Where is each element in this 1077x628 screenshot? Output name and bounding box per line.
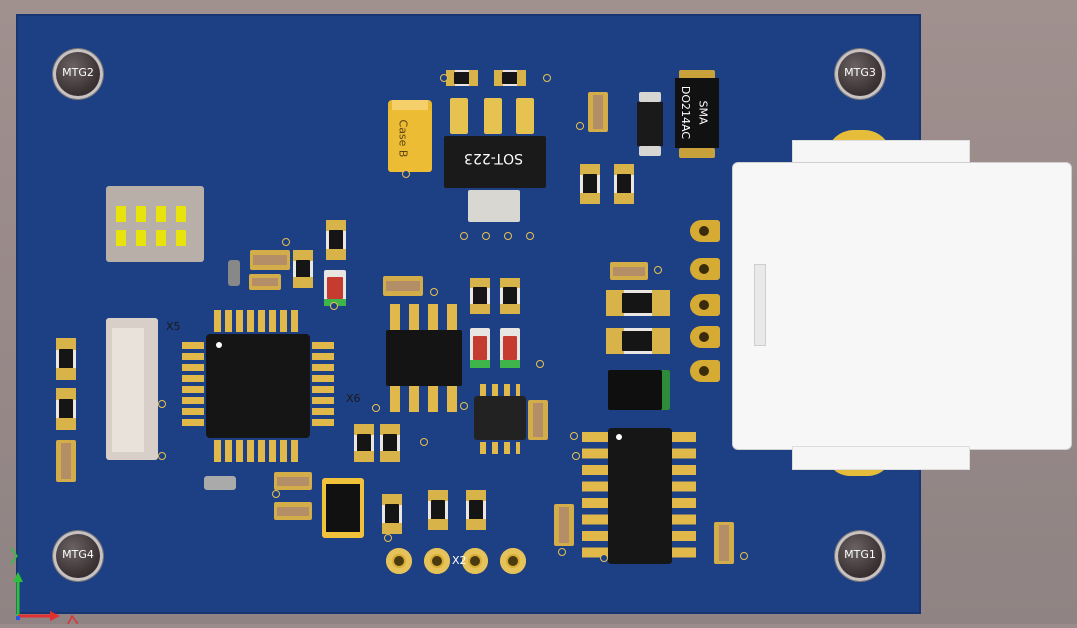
capacitor[interactable]	[56, 440, 76, 482]
header-pin[interactable]	[386, 548, 412, 574]
resistor[interactable]	[428, 490, 448, 530]
axis-arrow-icon	[10, 547, 79, 625]
resistor[interactable]	[614, 164, 634, 204]
via	[460, 402, 468, 410]
capacitor[interactable]	[588, 92, 608, 132]
resistor[interactable]	[446, 70, 479, 86]
via	[576, 122, 584, 130]
led[interactable]	[324, 270, 346, 306]
designator-x6: X6	[346, 392, 361, 405]
package-label-sma: SMA	[696, 100, 710, 125]
via	[402, 170, 410, 178]
via	[460, 232, 468, 240]
via	[740, 552, 748, 560]
resistor[interactable]	[580, 164, 600, 204]
usb-pin[interactable]	[690, 220, 720, 242]
capacitor[interactable]	[250, 250, 290, 270]
via	[158, 452, 166, 460]
via	[282, 238, 290, 246]
header-pin[interactable]	[500, 548, 526, 574]
package-label-do214ac: DO214AC	[679, 85, 693, 140]
via	[440, 74, 448, 82]
via	[420, 438, 428, 446]
pin-header-2x5[interactable]	[106, 172, 204, 280]
diode-sma[interactable]	[637, 92, 663, 156]
capacitor[interactable]	[383, 276, 423, 296]
capacitor[interactable]	[274, 502, 312, 520]
capacitor[interactable]	[528, 400, 548, 440]
ic-sot-small[interactable]	[472, 384, 528, 454]
mounting-hole-mtg3[interactable]: MTG3	[835, 49, 885, 99]
resistor[interactable]	[326, 220, 346, 260]
via	[504, 232, 512, 240]
inductor[interactable]	[204, 476, 236, 490]
via	[536, 360, 544, 368]
diode-do214ac[interactable]: DO214AC SMA	[675, 70, 719, 158]
resistor[interactable]	[606, 290, 670, 316]
usb-pin[interactable]	[690, 326, 720, 348]
resistor[interactable]	[382, 494, 402, 534]
mounting-hole-label: MTG4	[62, 548, 94, 561]
resistor[interactable]	[56, 388, 76, 430]
resistor[interactable]	[56, 338, 76, 380]
resistor[interactable]	[380, 424, 400, 462]
mounting-hole-mtg4[interactable]: MTG4	[53, 531, 103, 581]
mounting-hole-mtg2[interactable]: MTG2	[53, 49, 103, 99]
microcontroller-qfp[interactable]	[182, 310, 334, 462]
via	[543, 74, 551, 82]
resistor[interactable]	[500, 278, 520, 314]
via	[482, 232, 490, 240]
via	[272, 490, 280, 498]
via	[330, 302, 338, 310]
mounting-hole-label: MTG2	[62, 66, 94, 79]
led[interactable]	[470, 328, 490, 368]
package-label-case-b: Case B	[396, 119, 410, 158]
mounting-hole-label: MTG3	[844, 66, 876, 79]
package-label-sot223: SOT-223	[464, 150, 523, 166]
capacitor[interactable]	[554, 504, 574, 546]
diode-small[interactable]	[608, 370, 670, 410]
via	[572, 452, 580, 460]
inductor[interactable]	[228, 260, 240, 286]
via	[570, 432, 578, 440]
designator-x5: X5	[166, 320, 181, 333]
via	[558, 548, 566, 556]
usb-pin[interactable]	[690, 360, 720, 382]
regulator-sot223[interactable]: SOT-223	[444, 98, 548, 238]
header-pin[interactable]	[462, 548, 488, 574]
capacitor[interactable]	[249, 274, 281, 290]
capacitor[interactable]	[714, 522, 734, 564]
mounting-hole-label: MTG1	[844, 548, 876, 561]
header-pin[interactable]	[424, 548, 450, 574]
resistor[interactable]	[354, 424, 374, 462]
axis-indicator	[8, 544, 79, 625]
ic-soic8[interactable]	[386, 304, 464, 412]
mounting-hole-mtg1[interactable]: MTG1	[835, 531, 885, 581]
via	[600, 554, 608, 562]
via	[384, 534, 392, 542]
via	[654, 266, 662, 274]
connector-x5[interactable]	[98, 318, 160, 460]
via	[430, 288, 438, 296]
capacitor[interactable]	[610, 262, 648, 280]
resistor[interactable]	[470, 278, 490, 314]
crystal[interactable]	[322, 478, 364, 538]
usb-connector[interactable]	[732, 140, 1072, 470]
designator-x2: X2	[452, 554, 467, 567]
resistor[interactable]	[466, 490, 486, 530]
via	[372, 404, 380, 412]
ic-soic16[interactable]	[582, 428, 696, 564]
via	[158, 400, 166, 408]
usb-pin[interactable]	[690, 294, 720, 316]
led[interactable]	[500, 328, 520, 368]
usb-pin[interactable]	[690, 258, 720, 280]
via	[526, 232, 534, 240]
capacitor[interactable]	[274, 472, 312, 490]
resistor[interactable]	[494, 70, 527, 86]
resistor[interactable]	[293, 250, 313, 288]
tantalum-capacitor[interactable]: Case B	[388, 100, 432, 172]
resistor[interactable]	[606, 328, 670, 354]
